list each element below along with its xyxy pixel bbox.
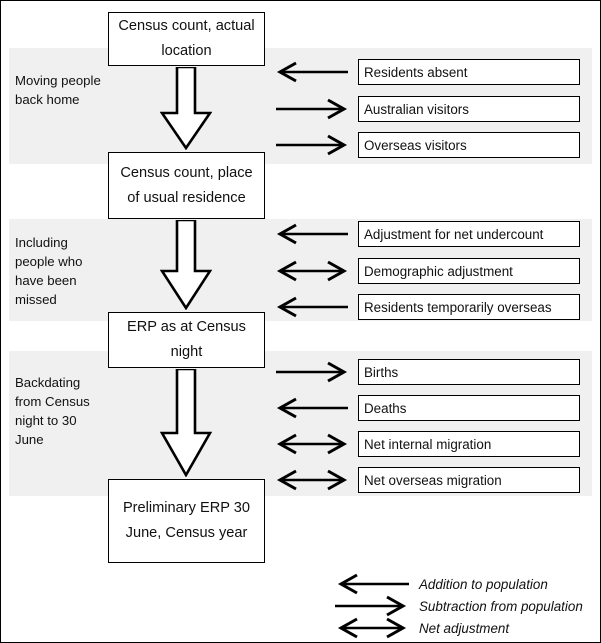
arrow-left-icon [272,221,352,247]
component-row-overseas-visitors: Overseas visitors [272,132,580,158]
legend-row-subtraction: Subtraction from population [331,595,589,617]
component-label-australian-visitors: Australian visitors [358,96,580,122]
component-row-demographic-adjustment: Demographic adjustment [272,258,580,284]
stage-label-including-people-missed: Including people who have been missed [15,235,83,307]
component-row-deaths: Deaths [272,395,580,421]
component-row-australian-visitors: Australian visitors [272,96,580,122]
component-label-adjustment-net-undercount: Adjustment for net undercount [358,221,580,247]
arrow-double-icon [331,617,413,639]
legend: Addition to population Subtraction from … [331,573,589,639]
legend-row-net-adjustment: Net adjustment [331,617,589,639]
flow-box-census-count-usual-residence: Census count, place of usual residence [108,152,265,219]
component-label-net-internal-migration: Net internal migration [358,431,580,457]
flow-box-erp-at-census-night: ERP as at Census night [108,312,265,368]
component-label-net-overseas-migration: Net overseas migration [358,467,580,493]
legend-row-addition: Addition to population [331,573,589,595]
arrow-right-icon [272,359,352,385]
legend-label-addition: Addition to population [419,576,548,592]
component-row-net-overseas-migration: Net overseas migration [272,467,580,493]
arrow-right-icon [272,132,352,158]
stage-label-moving-people-back-home: Moving people back home [15,73,101,107]
component-label-deaths: Deaths [358,395,580,421]
component-label-overseas-visitors: Overseas visitors [358,132,580,158]
arrow-left-icon [272,59,352,85]
arrow-left-icon [331,573,413,595]
component-label-residents-temporarily-overseas: Residents temporarily overseas [358,294,580,320]
arrow-right-icon [331,595,413,617]
down-block-arrow-2-icon [160,220,212,310]
arrow-double-icon [272,431,352,457]
component-row-net-internal-migration: Net internal migration [272,431,580,457]
arrow-right-icon [272,96,352,122]
stage-label-backdating-from-census-night: Backdating from Census night to 30 June [15,375,90,447]
flow-box-preliminary-erp-30-june: Preliminary ERP 30 June, Census year [108,479,265,563]
legend-label-net-adjustment: Net adjustment [419,620,510,636]
flow-box-census-count-actual-location: Census count, actual location [108,12,265,66]
component-row-residents-absent: Residents absent [272,59,580,85]
arrow-left-icon [272,294,352,320]
component-label-residents-absent: Residents absent [358,59,580,85]
down-block-arrow-1-icon [160,67,212,150]
component-label-demographic-adjustment: Demographic adjustment [358,258,580,284]
arrow-double-icon [272,258,352,284]
arrow-left-icon [272,395,352,421]
component-row-adjustment-net-undercount: Adjustment for net undercount [272,221,580,247]
arrow-double-icon [272,467,352,493]
component-row-residents-temporarily-overseas: Residents temporarily overseas [272,294,580,320]
component-row-births: Births [272,359,580,385]
component-label-births: Births [358,359,580,385]
down-block-arrow-3-icon [160,369,212,477]
legend-label-subtraction: Subtraction from population [419,598,583,614]
